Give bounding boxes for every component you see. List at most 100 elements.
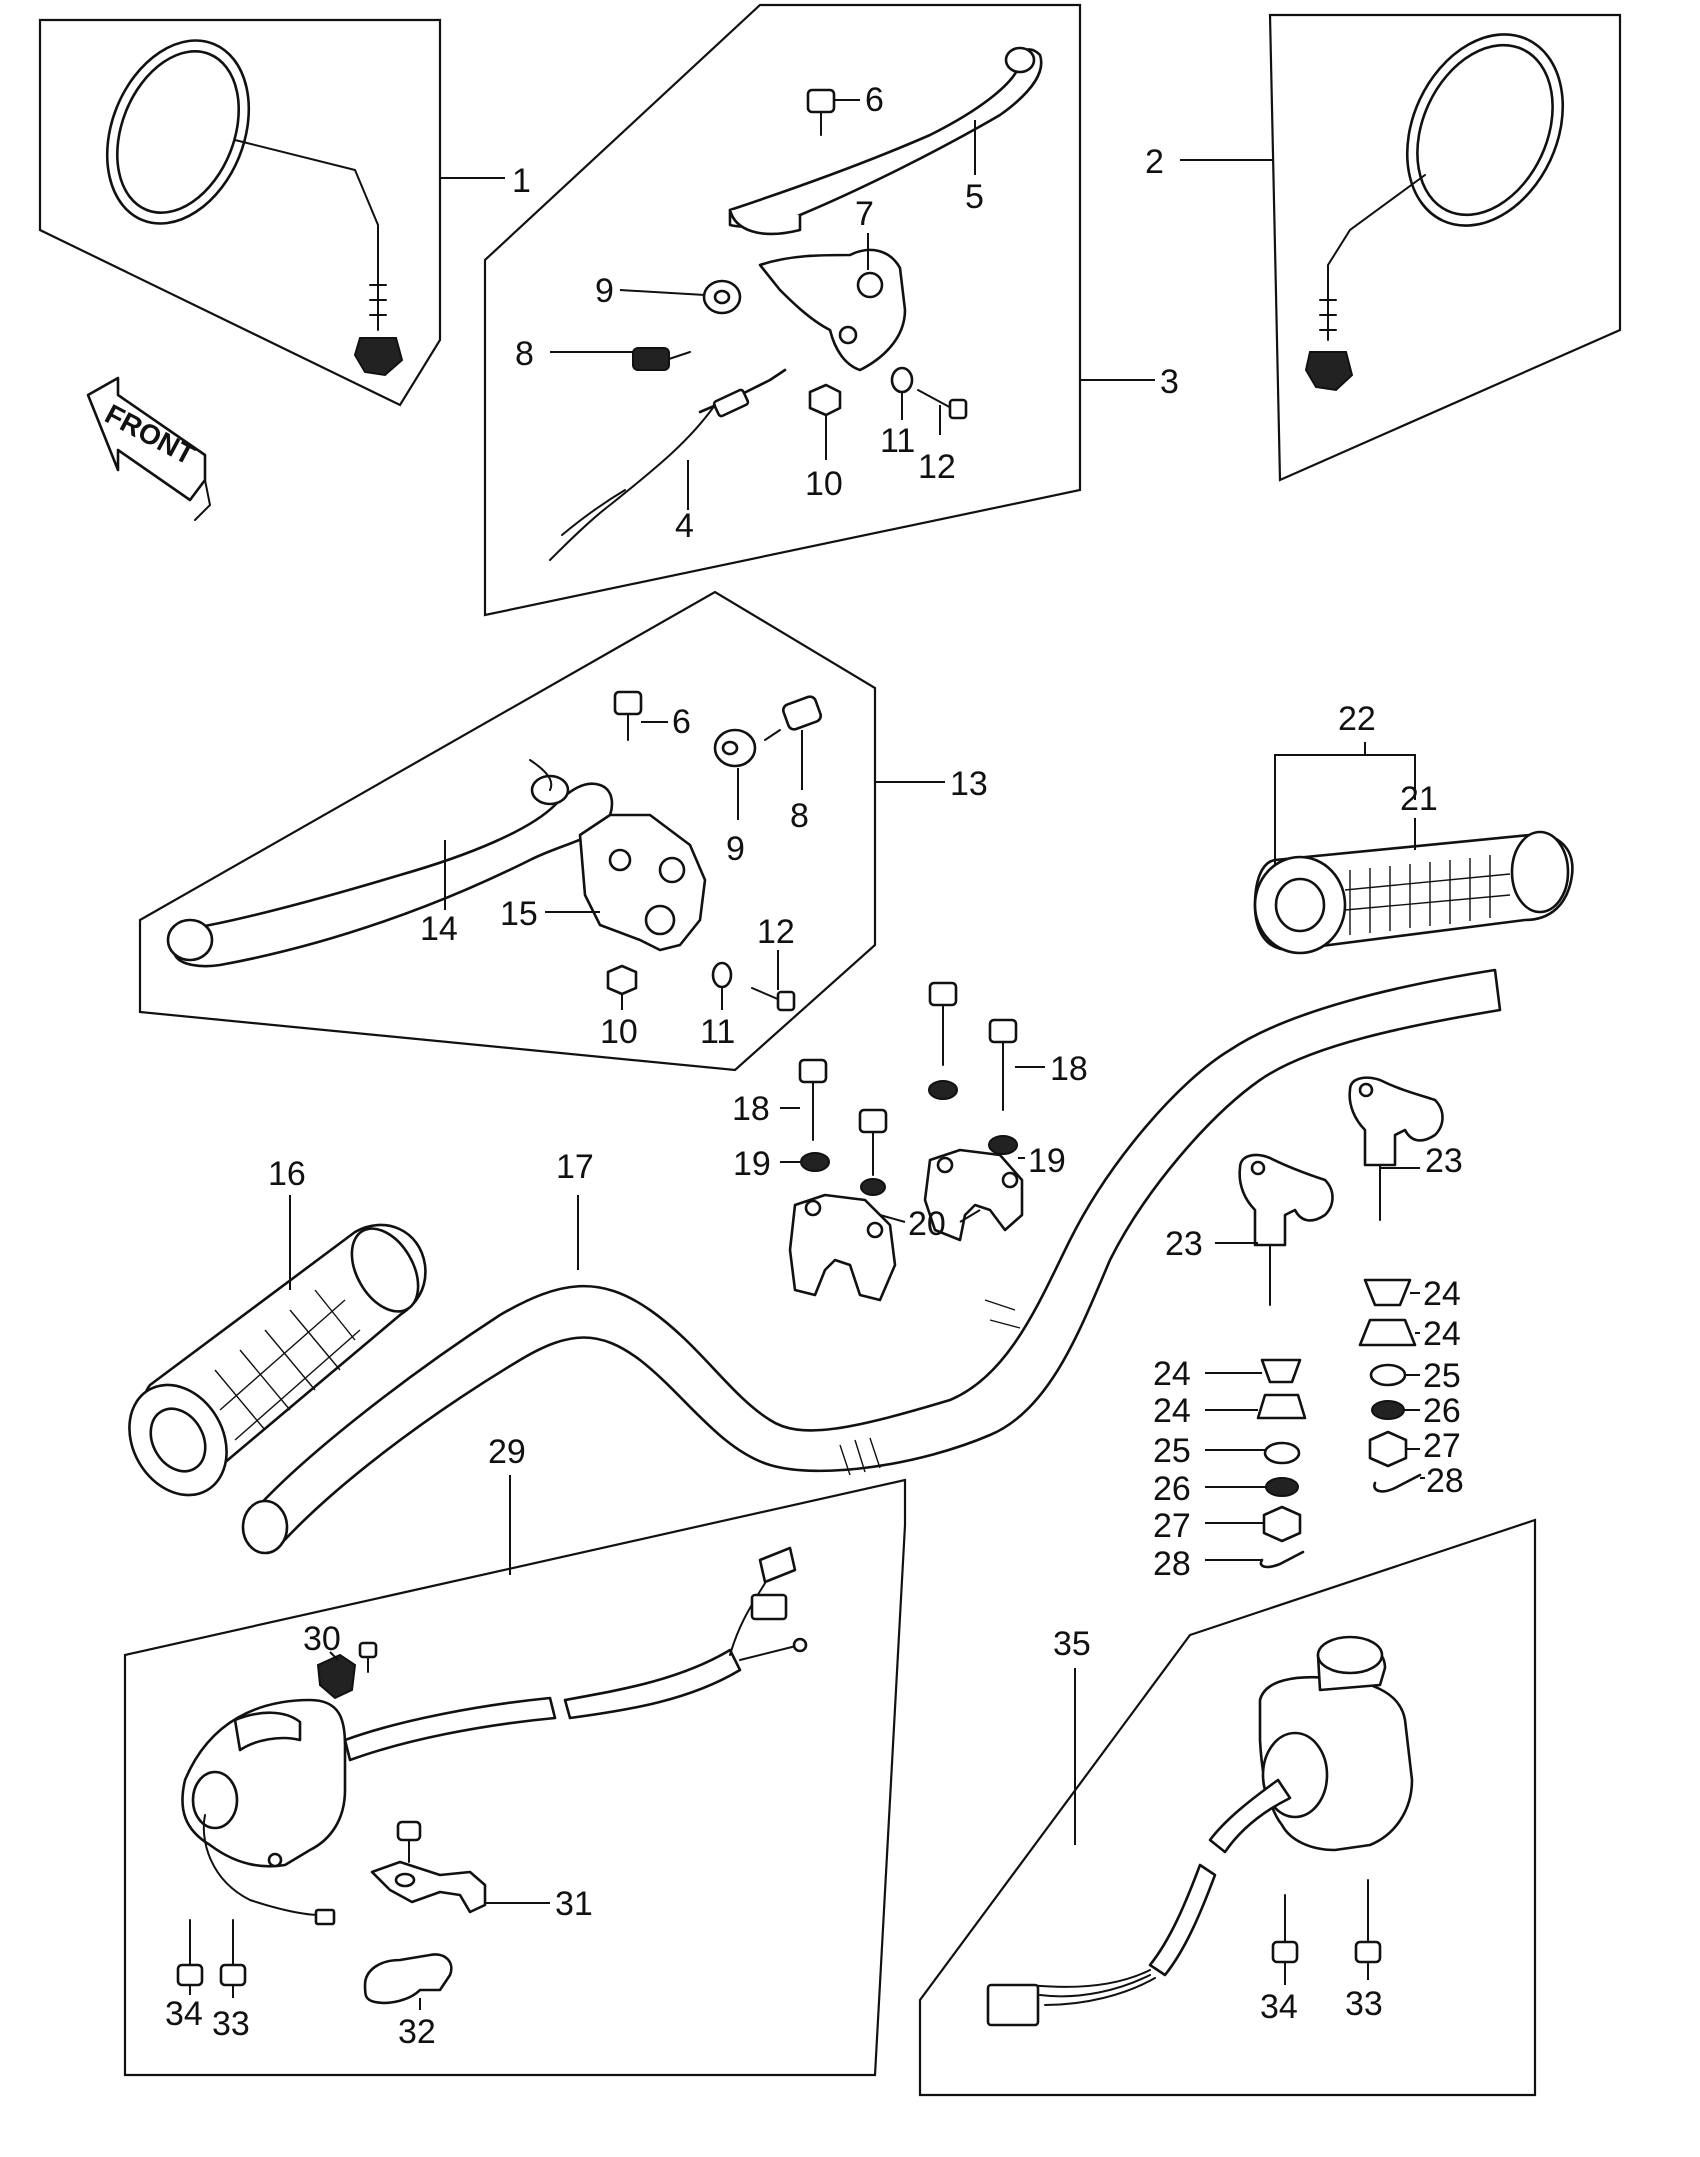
callout-20: 20 (908, 1205, 946, 1243)
handlebar-holder-left (1238, 1153, 1334, 1306)
callout-32: 32 (398, 2013, 436, 2051)
right-throttle-grip (1253, 830, 1574, 955)
right-mirror (1304, 33, 1565, 392)
callout-22: 22 (1338, 700, 1376, 738)
callout-7: 7 (855, 195, 874, 233)
callout-27a: 27 (1423, 1427, 1461, 1465)
callout-13: 13 (950, 765, 988, 803)
callout-18b: 18 (732, 1090, 770, 1128)
callout-27b: 27 (1153, 1507, 1191, 1545)
callout-31: 31 (555, 1885, 593, 1923)
callout-8b: 8 (790, 797, 809, 835)
switch-knob-32 (363, 1953, 453, 2005)
callout-15: 15 (500, 895, 538, 933)
clutch-lever (728, 46, 1043, 236)
clamp-bolt-upper-left (928, 981, 958, 1066)
clutch-holder (758, 248, 907, 372)
clutch-adjuster-nut (702, 279, 742, 315)
callout-24c: 24 (1153, 1355, 1191, 1393)
clutch-adjuster-bolt (632, 347, 691, 371)
left-mirror (105, 39, 404, 377)
callout-35: 35 (1053, 1625, 1091, 1663)
frame-left-mirror (38, 18, 442, 407)
clamp-bolt-lower-left (798, 1058, 828, 1141)
switch-lever-31 (370, 1820, 487, 1914)
front-arrow: FRONT (86, 376, 212, 521)
callout-14: 14 (420, 910, 458, 948)
clamp-washer-right (988, 1135, 1018, 1155)
callout-10b: 10 (600, 1013, 638, 1051)
cotter-pin-left (1259, 1550, 1305, 1569)
handlebar-clamp-lower (788, 1193, 897, 1302)
damper-upper-left (1256, 1358, 1307, 1420)
callout-34a: 34 (165, 1995, 203, 2033)
callout-5: 5 (965, 178, 984, 216)
frame-clutch-lever (483, 3, 1082, 617)
right-switch-housing (1258, 1635, 1414, 1852)
clamp-washer-upper (928, 1080, 958, 1100)
callout-21: 21 (1400, 780, 1438, 818)
leader-30 (329, 1651, 339, 1661)
callout-19b: 19 (733, 1145, 771, 1183)
callout-26a: 26 (1423, 1392, 1461, 1430)
damper-upper-right (1358, 1278, 1417, 1347)
frame-left-switch (123, 1478, 907, 2077)
brake-lever-nut (606, 964, 638, 996)
leader-20 (879, 1209, 981, 1223)
callout-24b: 24 (1423, 1315, 1461, 1353)
washer-left (1263, 1441, 1301, 1465)
clutch-pivot-bolt (806, 88, 836, 136)
callout-2: 2 (1145, 143, 1164, 181)
clamp-bolt-upper-right (988, 1018, 1018, 1111)
brake-adjuster-bolt (764, 695, 823, 741)
washer-right (1369, 1363, 1407, 1387)
frame-brake-lever (138, 590, 877, 1072)
callout-12a: 12 (918, 448, 956, 486)
clamp-washer-lower (860, 1178, 886, 1196)
callout-1: 1 (512, 162, 531, 200)
cotter-pin-right (1373, 1473, 1422, 1493)
clamp-washer-left (800, 1152, 830, 1172)
left-switch-housing (181, 1698, 347, 1868)
lockwasher-left (1265, 1477, 1299, 1497)
handlebar-holder-right (1348, 1076, 1444, 1221)
lockwasher-right (1371, 1400, 1405, 1420)
callout-10a: 10 (805, 465, 843, 503)
clutch-washer (890, 366, 914, 394)
callout-30: 30 (303, 1620, 341, 1658)
callout-3: 3 (1160, 363, 1179, 401)
brake-lever-bolt (751, 987, 796, 1012)
callout-11a: 11 (880, 422, 915, 460)
callout-9a: 9 (595, 272, 614, 310)
brake-adjuster-nut (713, 728, 757, 768)
screw-34-right (1271, 1894, 1299, 1964)
brake-washer (711, 961, 733, 989)
frame-right-mirror (1268, 13, 1622, 482)
callout-25b: 25 (1153, 1432, 1191, 1470)
nut-left (1262, 1505, 1302, 1543)
screw-33-right (1354, 1879, 1382, 1964)
callout-18a: 18 (1050, 1050, 1088, 1088)
left-grip (128, 1223, 427, 1497)
callout-23b: 23 (1165, 1225, 1203, 1263)
handlebar-clamp-upper (923, 1148, 1024, 1242)
nut-right (1368, 1430, 1408, 1468)
clutch-lever-nut (808, 383, 842, 417)
callout-33a: 33 (212, 2005, 250, 2043)
screw-33-left (219, 1919, 247, 1987)
leader-22 (1274, 742, 1416, 865)
left-switch-cable (202, 1546, 808, 1926)
callout-9b: 9 (726, 830, 745, 868)
switch-knob-30 (316, 1641, 378, 1700)
callout-17: 17 (556, 1148, 594, 1186)
callout-28a: 28 (1426, 1462, 1464, 1500)
frame-right-switch (918, 1518, 1537, 2097)
screw-34-left (176, 1919, 204, 1987)
callout-34b: 34 (1260, 1988, 1298, 2026)
callout-24d: 24 (1153, 1392, 1191, 1430)
callout-33b: 33 (1345, 1985, 1383, 2023)
callout-6b: 6 (672, 703, 691, 741)
callout-8a: 8 (515, 335, 534, 373)
callout-24a: 24 (1423, 1275, 1461, 1313)
